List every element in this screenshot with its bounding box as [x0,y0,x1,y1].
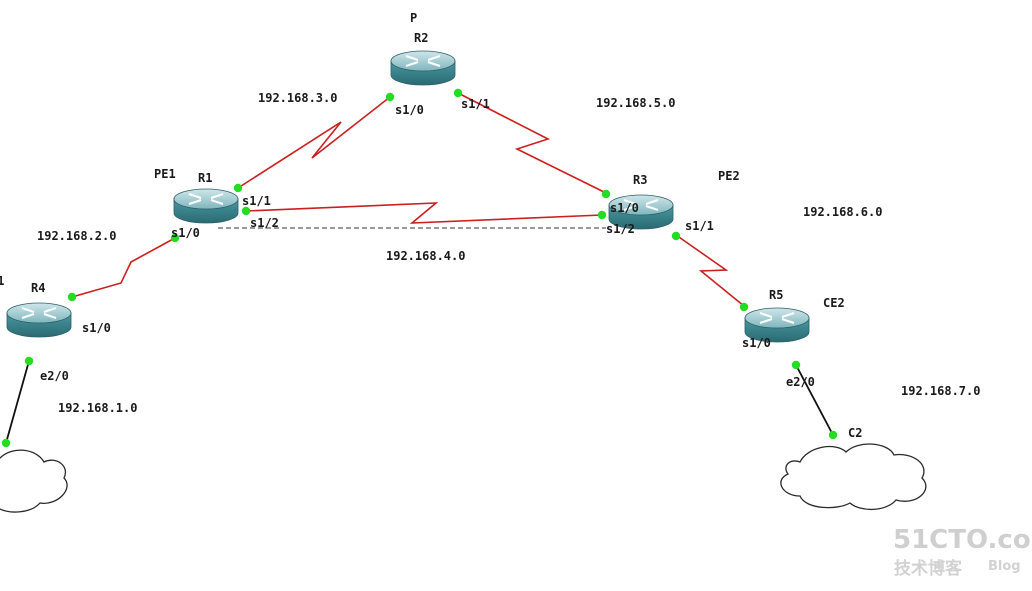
router-label-r3: R3 [633,173,647,187]
port-dot [67,292,77,302]
cloud-c2 [780,443,927,511]
link-r3-r5 [675,234,745,307]
interface-label: e2/0 [786,375,815,389]
network-label: 192.168.7.0 [901,384,980,398]
router-r1[interactable] [173,188,239,224]
interface-label: s1/1 [461,97,490,111]
link-r1-r2 [237,96,391,189]
router-label-r4: R4 [31,281,45,295]
link-r1-r3 [245,202,603,224]
interface-label: s1/1 [685,219,714,233]
network-label: 192.168.6.0 [803,205,882,219]
port-dot [601,189,611,199]
watermark: 51CTO.com 技术博客 Blog [893,525,1032,579]
interface-label: s1/0 [742,336,771,350]
link-r2-r3 [457,92,607,194]
port-dot [24,356,34,366]
role-label-r5: CE2 [823,296,845,310]
router-label-r5: R5 [769,288,783,302]
watermark-brand: 51CTO.com [893,525,1032,555]
watermark-sub: 技术博客 [894,558,963,579]
link-r5-cloud [795,364,834,436]
interface-label: s1/0 [395,103,424,117]
port-dot [671,231,681,241]
port-dot [791,360,801,370]
port-dot [828,430,838,440]
link-r1-r4 [71,237,176,298]
interface-label: s1/0 [171,226,200,240]
port-dot [453,88,463,98]
interface-label: s1/0 [82,321,111,335]
port-dot [597,210,607,220]
interface-label: e2/0 [40,369,69,383]
port-dot [1,438,11,448]
router-r4[interactable] [6,302,72,338]
port-dot [385,92,395,102]
network-label: 192.168.1.0 [58,401,137,415]
interface-label: s1/0 [610,201,639,215]
role-label-r3: PE2 [718,169,740,183]
interface-label: s1/2 [250,216,279,230]
watermark-blog: Blog [988,559,1021,574]
router-label-r2: R2 [414,31,428,45]
port-dot [233,183,243,193]
role-label-r1: PE1 [154,167,176,181]
interface-label: s1/1 [242,194,271,208]
link-r4-cloud [5,360,30,444]
network-label: 192.168.2.0 [37,229,116,243]
port-dot [241,206,251,216]
router-r2[interactable] [390,50,456,86]
cloud-left [0,449,68,513]
network-label: 192.168.4.0 [386,249,465,263]
network-label: 192.168.3.0 [258,91,337,105]
network-label: 192.168.5.0 [596,96,675,110]
cloud-label-c2: C2 [848,426,862,440]
role-label-r4: E1 [0,274,4,288]
router-label-r1: R1 [198,171,212,185]
port-dot [739,302,749,312]
role-label-r2: P [410,11,417,25]
port-dot [170,233,180,243]
interface-label: s1/2 [606,222,635,236]
